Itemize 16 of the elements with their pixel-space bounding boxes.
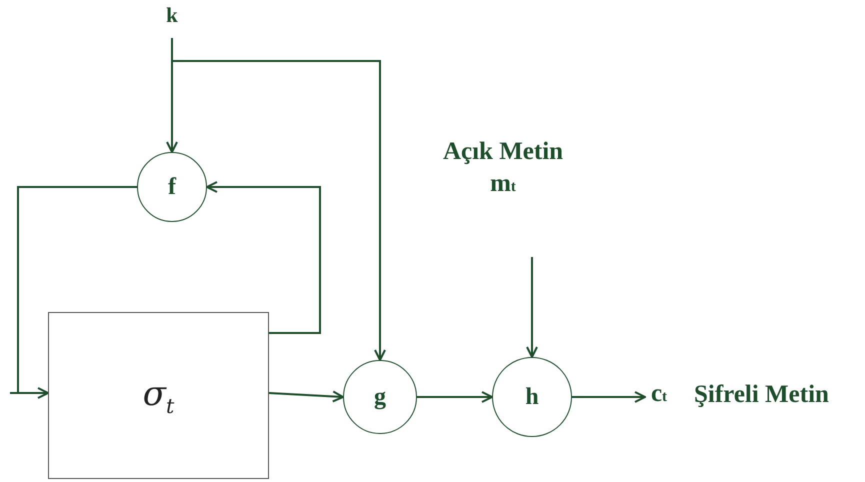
function-label: f [168, 174, 176, 200]
arrow [526, 257, 538, 358]
arrow [572, 391, 646, 403]
signal-label: k [166, 4, 178, 28]
arrow [172, 60, 386, 361]
state-box [48, 312, 269, 479]
arrow [9, 186, 138, 399]
function-label: h [525, 384, 539, 410]
output-label: Şifreli Metin [694, 381, 829, 409]
arrow [166, 38, 178, 153]
signal-label: Açık Metin [442, 138, 564, 166]
function-label: g [374, 384, 386, 410]
sigma-symbol: σ$_{t}$ [142, 374, 174, 418]
arrow [206, 181, 321, 334]
arrow [417, 391, 493, 403]
arrow [268, 390, 344, 402]
